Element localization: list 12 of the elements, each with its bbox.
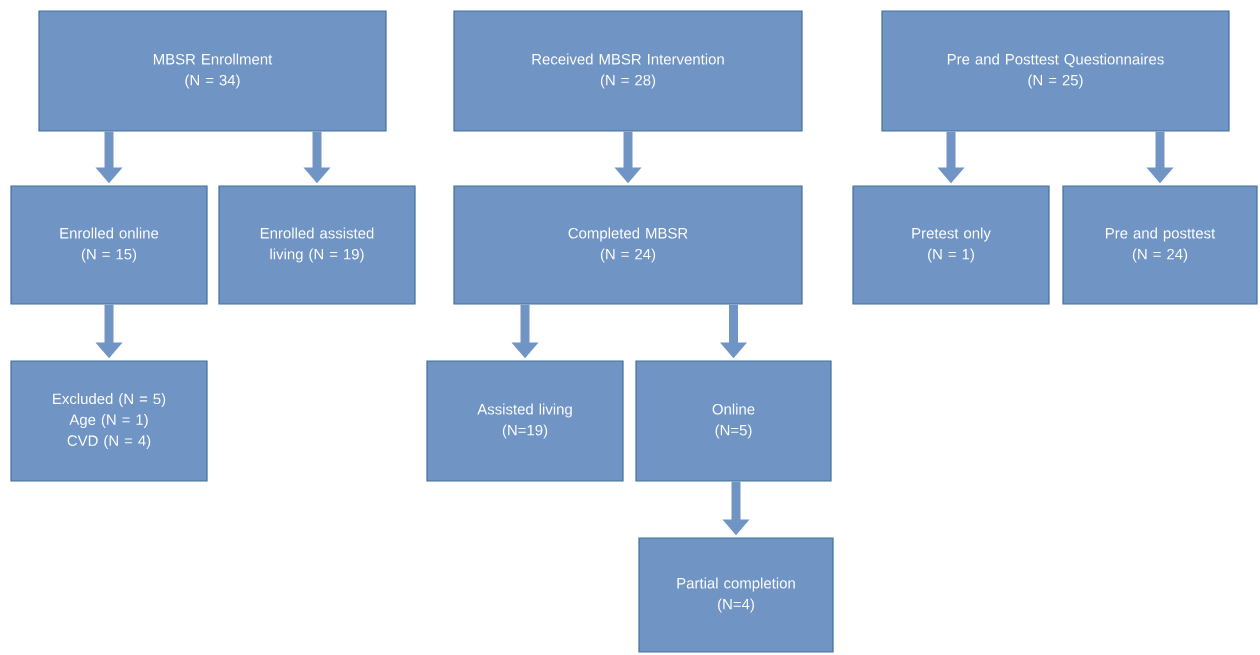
process-box: Partial completion (N=4) <box>638 537 834 653</box>
process-box: Pre and Posttest Questionnaires (N = 25) <box>881 10 1230 132</box>
process-box: Enrolled assisted living (N = 19) <box>218 185 416 305</box>
process-box: Pre and posttest (N = 24) <box>1062 185 1258 305</box>
process-box: Completed MBSR (N = 24) <box>453 185 803 305</box>
process-box: Received MBSR Intervention (N = 28) <box>453 10 803 132</box>
process-box: Enrolled online (N = 15) <box>10 185 208 305</box>
process-box: Online (N=5) <box>635 360 832 482</box>
process-box: Assisted living (N=19) <box>426 360 624 482</box>
process-box: Pretest only (N = 1) <box>852 185 1050 305</box>
process-box: MBSR Enrollment (N = 34) <box>38 10 387 132</box>
process-box: Excluded (N = 5) Age (N = 1) CVD (N = 4) <box>10 360 208 482</box>
